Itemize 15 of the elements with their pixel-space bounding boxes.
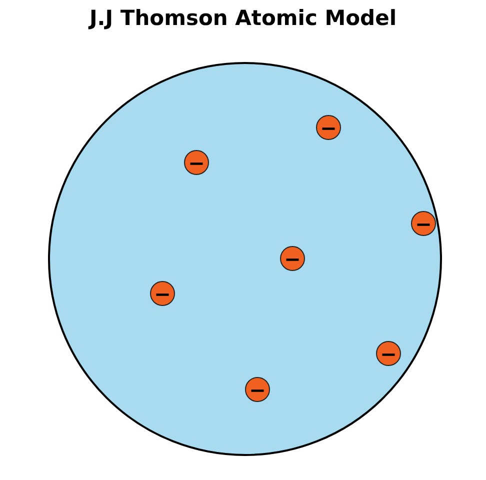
electron [150, 281, 175, 306]
electron [376, 341, 401, 366]
charge-sign: − [249, 380, 266, 400]
electron [280, 246, 305, 271]
charge-sign: − [380, 344, 397, 364]
electron [245, 377, 270, 402]
charge-sign: − [188, 152, 205, 172]
charge-sign: − [415, 214, 432, 234]
charge-sign: − [320, 118, 337, 138]
electron [411, 211, 436, 236]
charge-sign: − [284, 248, 301, 268]
charge-sign: − [154, 284, 171, 304]
electron [184, 150, 209, 175]
electron [316, 115, 341, 140]
title: J.J Thomson Atomic Model [87, 6, 398, 30]
